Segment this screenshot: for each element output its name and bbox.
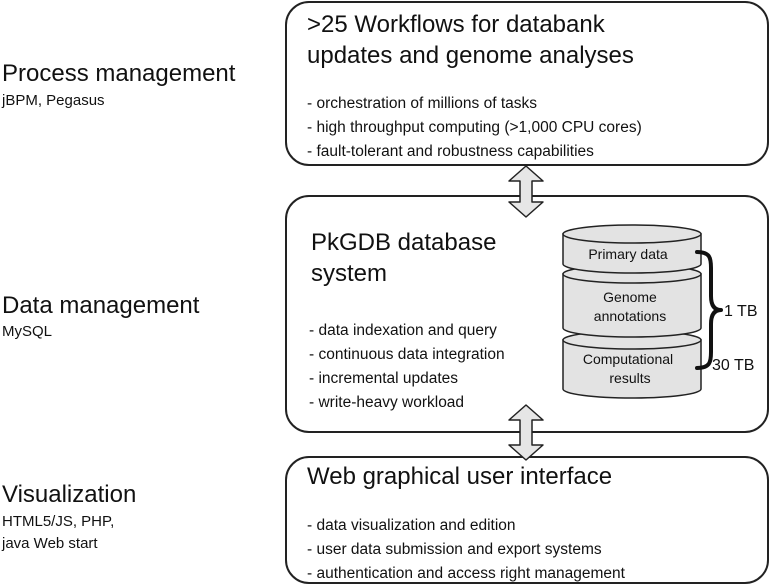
- double-arrow-icon: [508, 404, 544, 461]
- web-ui-bullet-list: - data visualization and edition - user …: [307, 514, 625, 586]
- workflows-box: >25 Workflows for databank updates and g…: [285, 1, 769, 166]
- cylinder-label-annotations: annotations: [594, 308, 666, 324]
- workflows-bullet: - orchestration of millions of tasks: [307, 95, 538, 112]
- database-bullet: - write-heavy workload: [309, 394, 465, 411]
- web-ui-bullet: - user data submission and export system…: [307, 541, 602, 558]
- database-bullet: - continuous data integration: [309, 346, 505, 363]
- cylinder-segment-primary: [562, 224, 702, 274]
- cylinder-label-computational: Computational: [583, 351, 673, 367]
- workflows-title: >25 Workflows for databank updates and g…: [307, 11, 634, 69]
- workflows-bullet: - fault-tolerant and robustness capabili…: [307, 143, 594, 160]
- web-ui-bullet: - data visualization and edition: [307, 517, 516, 534]
- database-title: PkGDB database system: [311, 229, 497, 287]
- size-label-bottom: 30 TB: [712, 357, 754, 374]
- layer-title-data: Data management: [2, 292, 200, 319]
- cylinder-label-results: results: [609, 370, 650, 386]
- layer-subtitle-visualization: HTML5/JS, PHP, java Web start: [2, 513, 115, 552]
- size-label-top: 1 TB: [724, 303, 758, 320]
- double-arrow-icon: [508, 165, 544, 218]
- workflows-bullet-list: - orchestration of millions of tasks - h…: [307, 92, 642, 164]
- database-bullet: - data indexation and query: [309, 322, 497, 339]
- web-ui-bullet: - authentication and access right manage…: [307, 565, 625, 582]
- web-ui-box: Web graphical user interface - data visu…: [285, 456, 769, 584]
- curly-brace-icon: [695, 250, 723, 370]
- layer-subtitle-data: MySQL: [2, 323, 53, 340]
- layer-title-process: Process management: [2, 60, 236, 87]
- database-bullet: - incremental updates: [309, 370, 459, 387]
- cylinder-label-genome: Genome: [603, 289, 657, 305]
- database-bullet-list: - data indexation and query - continuous…: [309, 319, 505, 415]
- layer-subtitle-process: jBPM, Pegasus: [2, 92, 105, 109]
- workflows-bullet: - high throughput computing (>1,000 CPU …: [307, 119, 642, 136]
- layer-title-visualization: Visualization: [2, 481, 137, 508]
- cylinder-label-primary: Primary data: [588, 246, 668, 262]
- web-ui-title: Web graphical user interface: [307, 463, 613, 490]
